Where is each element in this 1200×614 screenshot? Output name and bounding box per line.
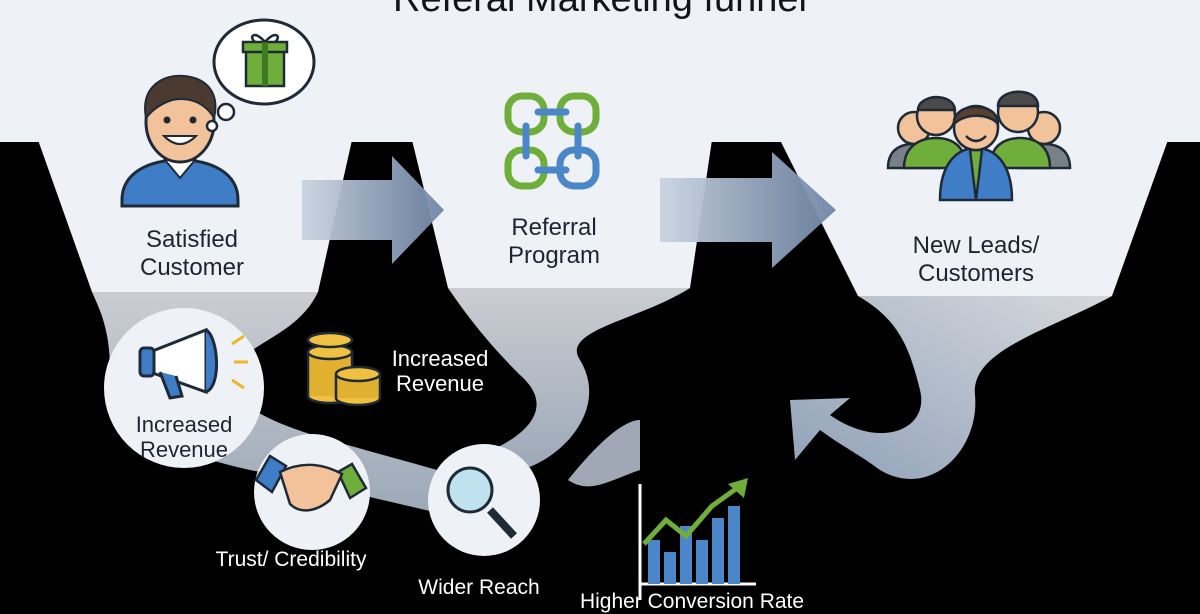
reach-trail: [568, 420, 640, 487]
benefit-label-revenue-top: Increased Revenue: [391, 346, 489, 397]
funnel-leads: [780, 140, 1168, 296]
stage-label-referral: Referral Program: [507, 214, 601, 269]
diagram-title: Referal Marketing funnel: [0, 0, 1200, 21]
benefit-label-reach: Wider Reach: [418, 576, 540, 599]
return-flow: [790, 296, 1112, 480]
benefit-label-conversion: Higher Conversion Rate: [579, 590, 805, 613]
coin-stack-icon: [306, 331, 382, 407]
benefit-label-revenue-left: Increased Revenue: [135, 412, 233, 463]
magnifying-glass-icon: [446, 466, 517, 539]
funnel-satisfied: [38, 140, 352, 292]
stage-label-satisfied: Satisfied Customer: [139, 226, 245, 281]
benefit-label-trust: Trust/ Credibility: [215, 548, 367, 571]
funnel-referral: [412, 140, 712, 288]
funnel-diagram: [0, 0, 1200, 600]
growth-chart-icon: [638, 478, 756, 600]
stage-label-leads: New Leads/ Customers: [912, 232, 1040, 287]
arrow-to-referral: [302, 156, 444, 264]
megaphone-icon: [138, 327, 248, 400]
handshake-icon: [254, 454, 368, 512]
people-group-icon: [886, 90, 1072, 202]
gift-thought-bubble-icon: [205, 18, 316, 133]
referral-flow: [448, 288, 690, 475]
chain-link-icon: [504, 92, 600, 190]
arrow-to-leads: [660, 152, 836, 268]
